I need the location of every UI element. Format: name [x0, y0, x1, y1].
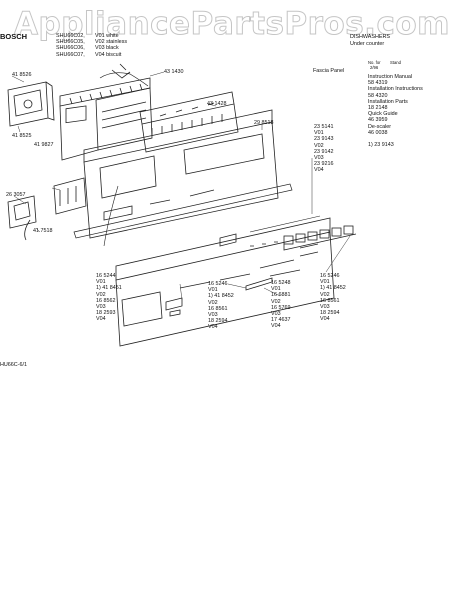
cable-harness — [99, 72, 149, 87]
small-strip — [245, 277, 273, 291]
ref-stand: Stand — [390, 60, 401, 65]
callout-26-3057: 26 3057 — [6, 192, 26, 198]
reference-list: Instruction Manual 58 4319 Installation … — [368, 74, 423, 149]
ref-no-for: No. for — [368, 60, 381, 65]
ref-date: 2/96 — [370, 65, 379, 70]
callout-group-left: 16 5244 V01 1) 41 8451 V02 16 8562 V03 1… — [96, 273, 122, 323]
callout-group-fascia: 23 5141 V01 23 9143 V02 23 9142 V03 23 9… — [314, 124, 334, 174]
leader-lines — [11, 71, 351, 301]
variant-list: V01 white V02 stainless V03 black V04 bi… — [95, 33, 128, 58]
diagram-code: HU66C-6/1 — [0, 362, 27, 368]
callout-43-1428: 43 1428 — [207, 101, 227, 107]
small-cap — [165, 297, 183, 317]
model-list: SHU66C02, SHU66C05, SHU66C06, SHU66C07, — [56, 33, 85, 58]
callout-41-9827: 41 9827 — [34, 142, 54, 148]
section-title: Fascia Panel — [313, 68, 345, 74]
fascia-panel — [115, 215, 335, 347]
button-row — [283, 225, 357, 251]
category-title: DISHWASHERS — [350, 34, 390, 40]
callout-41-8525: 41 8525 — [12, 133, 32, 139]
callout-41-8526: 41 8526 — [12, 72, 32, 78]
callout-41-7518: 41 7518 — [33, 228, 53, 234]
brand-name: BOSCH — [0, 32, 28, 41]
trim-strip — [73, 183, 293, 239]
callout-43-1430: 43 1430 — [164, 69, 184, 75]
callout-group-middle: 16 5246 V01 1) 41 8452 V02 16 8561 V03 1… — [208, 281, 234, 331]
callout-group-strip: 16 5248 V01 16 6881 V02 16 5769 V03 17 4… — [271, 280, 291, 330]
watermark: AppliancePartsPros.com — [14, 6, 450, 43]
switch-wire — [24, 219, 31, 241]
door-switch — [7, 195, 37, 229]
subcategory-title: Under counter — [350, 41, 385, 47]
selector-switch — [7, 81, 55, 127]
callout-group-right: 16 5246 V01 1) 41 8452 V02 16 8561 V03 1… — [320, 273, 346, 323]
callout-29-8518: 29 8518 — [254, 120, 274, 126]
inner-panel-frame — [83, 109, 279, 239]
terminal-block — [53, 177, 87, 215]
